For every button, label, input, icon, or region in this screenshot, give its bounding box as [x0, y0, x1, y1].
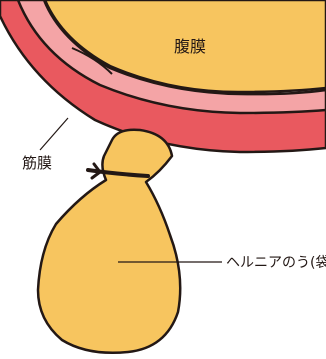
- peritoneum-label: 腹膜: [174, 37, 206, 56]
- hernia-sac-shape: [38, 130, 180, 353]
- fascia-label: 筋膜: [22, 154, 52, 172]
- fascia-leader-line: [40, 118, 68, 150]
- hernia-sac-label: ヘルニアのう(袋): [226, 255, 326, 271]
